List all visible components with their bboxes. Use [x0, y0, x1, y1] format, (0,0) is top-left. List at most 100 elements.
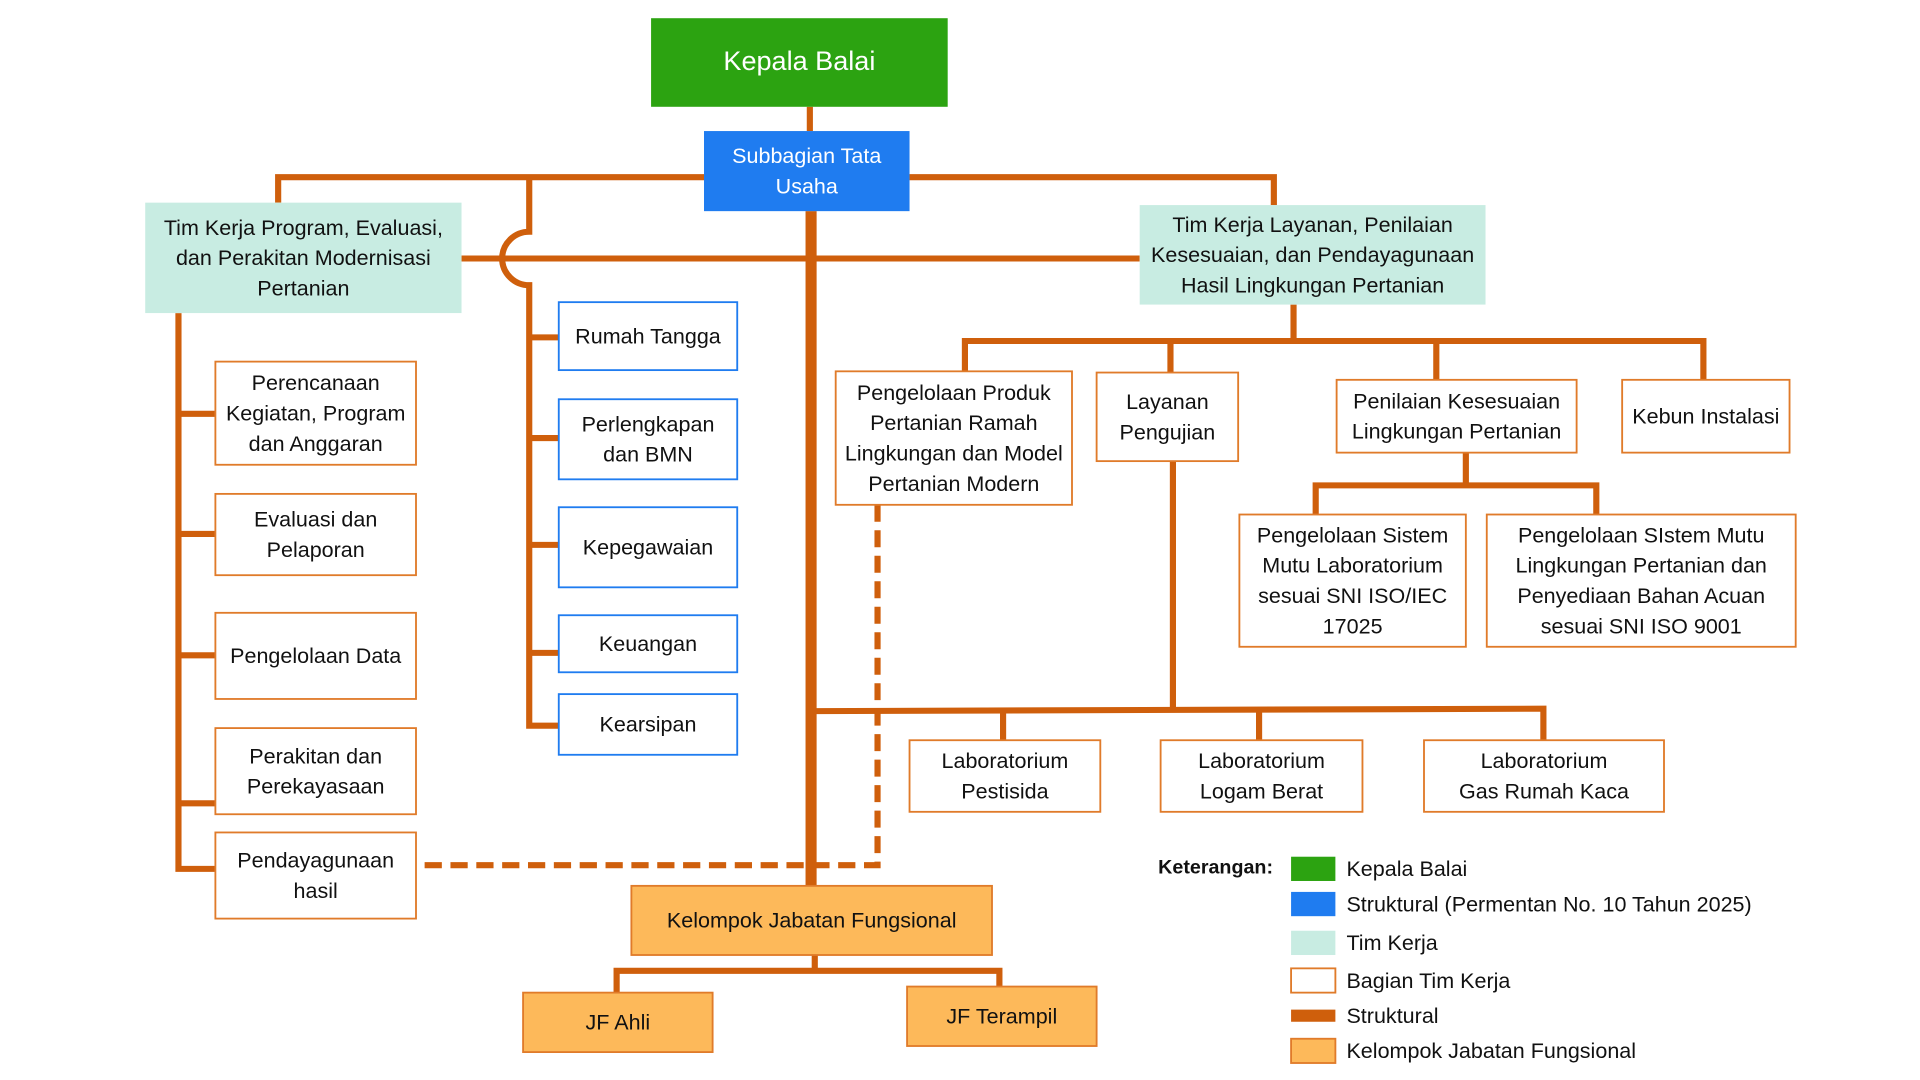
node-label: Hasil Lingkungan Pertanian [1181, 274, 1444, 298]
node-label: Pertanian Ramah [870, 411, 1038, 435]
node-box [557, 506, 739, 589]
node-kears: Kearsipan [557, 693, 739, 756]
node-label: Lingkungan dan Model [845, 442, 1063, 466]
node-label: dan Anggaran [249, 432, 383, 456]
connector [613, 967, 1003, 993]
legend-swatch-line [1291, 1009, 1336, 1022]
node-label: dan BMN [603, 443, 693, 467]
node-label: Subbagian Tata [732, 144, 881, 168]
node-label: Lingkungan Pertanian [1352, 420, 1561, 444]
node-label: Pengelolaan Produk [857, 381, 1051, 405]
node-label: Laboratorium [1198, 749, 1325, 773]
dashed-connector [416, 504, 881, 869]
node-label: Pestisida [961, 780, 1048, 804]
legend-swatch-kepala [1291, 856, 1336, 881]
legend-label: Bagian Tim Kerja [1346, 969, 1510, 993]
node-label: Pengelolaan Sistem [1257, 524, 1448, 548]
node-label: Layanan [1126, 390, 1209, 414]
node-box [1621, 378, 1791, 454]
connector [909, 174, 1277, 206]
node-label: Pengelolaan Data [230, 644, 401, 668]
node-label: sesuai SNI ISO/IEC [1258, 584, 1447, 608]
node-label: Laboratorium [942, 749, 1069, 773]
node-label: JF Terampil [946, 1005, 1057, 1029]
node-box [557, 398, 739, 481]
connector-lines [175, 106, 1707, 993]
node-box [1423, 739, 1665, 813]
legend-swatch-jf [1290, 1037, 1337, 1064]
node-box [908, 739, 1102, 813]
node-label: Mutu Laboratorium [1262, 554, 1443, 578]
connector [1312, 482, 1600, 515]
node-label: Kearsipan [600, 713, 697, 737]
node-box [834, 370, 1073, 506]
node-label: Pertanian [257, 277, 349, 301]
legend-label: Tim Kerja [1346, 931, 1437, 955]
node-label: Evaluasi dan [254, 508, 377, 532]
node-box [214, 360, 417, 466]
node-label: Laboratorium [1481, 749, 1608, 773]
node-label: Pengujian [1120, 420, 1216, 444]
connector [275, 174, 704, 203]
node-box [1139, 205, 1486, 305]
node-box [651, 18, 948, 107]
node-label: Kebun Instalasi [1632, 405, 1779, 429]
node-label: Tim Kerja Layanan, Penilaian [1172, 213, 1452, 237]
node-box [557, 693, 739, 756]
node-label: Tim Kerja Program, Evaluasi, [164, 216, 443, 240]
node-box [557, 301, 739, 372]
node-label: Pelaporan [267, 538, 365, 562]
node-label: Gas Rumah Kaca [1459, 780, 1629, 804]
node-label: Pendayagunaan [237, 849, 394, 873]
node-pend: Pendayagunaan hasil [214, 831, 417, 920]
legend-label: Struktural (Permentan No. 10 Tahun 2025) [1346, 892, 1751, 916]
node-label: hasil [294, 879, 338, 903]
node-rumah: Rumah Tangga [557, 301, 739, 372]
node-label: Penilaian Kesesuaian [1353, 389, 1560, 413]
node-label: Perencanaan [252, 371, 380, 395]
node-label: 17025 [1323, 615, 1383, 639]
connector [175, 313, 216, 872]
node-label: Perakitan dan [249, 744, 382, 768]
node-jfter: JF Terampil [906, 985, 1098, 1047]
legend-label: Kelompok Jabatan Fungsional [1346, 1039, 1636, 1063]
node-label: dan Perakitan Modernisasi [176, 246, 431, 270]
node-label: Perlengkapan [582, 413, 715, 437]
node-box [1095, 371, 1240, 463]
node-box [145, 202, 462, 314]
node-box [704, 131, 910, 212]
node-label: Kegiatan, Program [226, 402, 405, 426]
connector [814, 705, 1547, 741]
node-keu: Keuangan [557, 614, 739, 674]
node-box [1159, 739, 1364, 813]
node-label: JF Ahli [586, 1011, 651, 1035]
connector [961, 337, 1707, 380]
node-label: Penyediaan Bahan Acuan [1517, 584, 1765, 608]
legend-swatch-tim [1291, 930, 1336, 956]
node-label: Rumah Tangga [575, 325, 721, 349]
node-box [1335, 378, 1578, 454]
node-data: Pengelolaan Data [214, 611, 417, 700]
legend-label: Struktural [1346, 1004, 1438, 1028]
legend-title: Keterangan: [1158, 857, 1273, 879]
node-box [557, 614, 739, 674]
node-jfahli: JF Ahli [522, 991, 714, 1053]
node-box [214, 727, 417, 816]
node-box [630, 884, 993, 956]
node-box [906, 985, 1098, 1047]
node-label: Lingkungan Pertanian dan [1516, 554, 1767, 578]
node-box [214, 831, 417, 920]
node-label: Pertanian Modern [868, 472, 1039, 496]
node-label: Kepegawaian [583, 536, 713, 560]
node-box [1238, 513, 1467, 648]
